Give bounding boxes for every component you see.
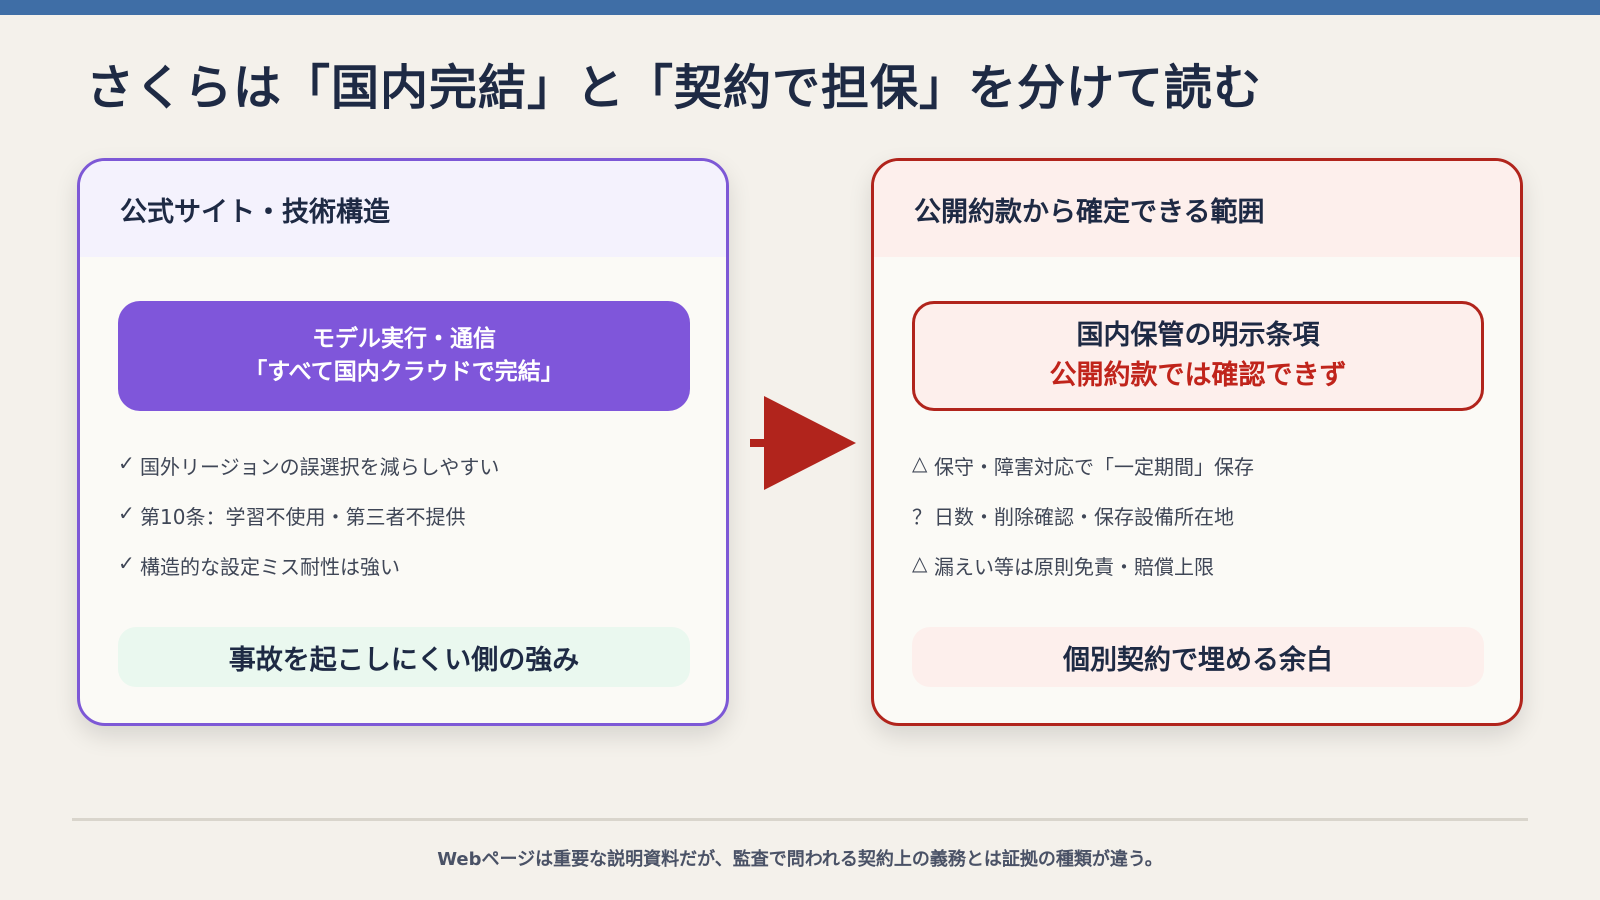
- list-item: ？ 日数・削除確認・保存設備所在地: [912, 501, 1254, 551]
- left-item-list: ✓ 国外リージョンの誤選択を減らしやすい ✓ 第10条：学習不使用・第三者不提供…: [118, 451, 499, 601]
- left-panel-header: 公式サイト・技術構造: [80, 161, 726, 257]
- right-item-list: △ 保守・障害対応で「一定期間」保存 ？ 日数・削除確認・保存設備所在地 △ 漏…: [912, 451, 1254, 601]
- list-item: ✓ 構造的な設定ミス耐性は強い: [118, 551, 499, 601]
- list-item: △ 保守・障害対応で「一定期間」保存: [912, 451, 1254, 501]
- left-panel-official-site: 公式サイト・技術構造 モデル実行・通信 「すべて国内クラウドで完結」 ✓ 国外リ…: [77, 158, 729, 726]
- top-accent-bar: [0, 0, 1600, 15]
- right-hero-line2: 公開約款では確認できず: [1049, 360, 1347, 391]
- divider: [72, 818, 1528, 821]
- triangle-warning-icon: △: [912, 451, 928, 475]
- check-icon: ✓: [118, 501, 135, 525]
- list-item: ✓ 国外リージョンの誤選択を減らしやすい: [118, 451, 499, 501]
- list-item-text: 第10条：学習不使用・第三者不提供: [140, 505, 466, 529]
- list-item-text: 国外リージョンの誤選択を減らしやすい: [140, 455, 500, 479]
- arrow-right-icon: [750, 396, 856, 490]
- right-panel-public-terms: 公開約款から確定できる範囲 国内保管の明示条項 公開約款では確認できず △ 保守…: [871, 158, 1523, 726]
- check-icon: ✓: [118, 551, 135, 575]
- question-icon: ？: [912, 505, 932, 529]
- left-hero-line1: モデル実行・通信: [312, 325, 496, 352]
- left-hero-box: モデル実行・通信 「すべて国内クラウドで完結」: [118, 301, 690, 411]
- list-item-text: 日数・削除確認・保存設備所在地: [934, 505, 1234, 529]
- check-icon: ✓: [118, 451, 135, 475]
- footnote: Webページは重要な説明資料だが、監査で問われる契約上の義務とは証拠の種類が違う…: [437, 849, 1163, 870]
- list-item-text: 漏えい等は原則免責・賠償上限: [934, 555, 1214, 579]
- left-summary-box: 事故を起こしにくい側の強み: [118, 627, 690, 687]
- list-item: ✓ 第10条：学習不使用・第三者不提供: [118, 501, 499, 551]
- list-item-text: 保守・障害対応で「一定期間」保存: [934, 455, 1254, 479]
- list-item: △ 漏えい等は原則免責・賠償上限: [912, 551, 1254, 601]
- right-hero-line1: 国内保管の明示条項: [1076, 319, 1320, 351]
- right-panel-header: 公開約款から確定できる範囲: [874, 161, 1520, 257]
- right-hero-box: 国内保管の明示条項 公開約款では確認できず: [912, 301, 1484, 411]
- left-hero-line2: 「すべて国内クラウドで完結」: [244, 359, 564, 385]
- list-item-text: 構造的な設定ミス耐性は強い: [140, 555, 400, 579]
- right-summary-box: 個別契約で埋める余白: [912, 627, 1484, 687]
- triangle-warning-icon: △: [912, 551, 928, 575]
- page-title: さくらは「国内完結」と「契約で担保」を分けて読む: [86, 60, 1263, 116]
